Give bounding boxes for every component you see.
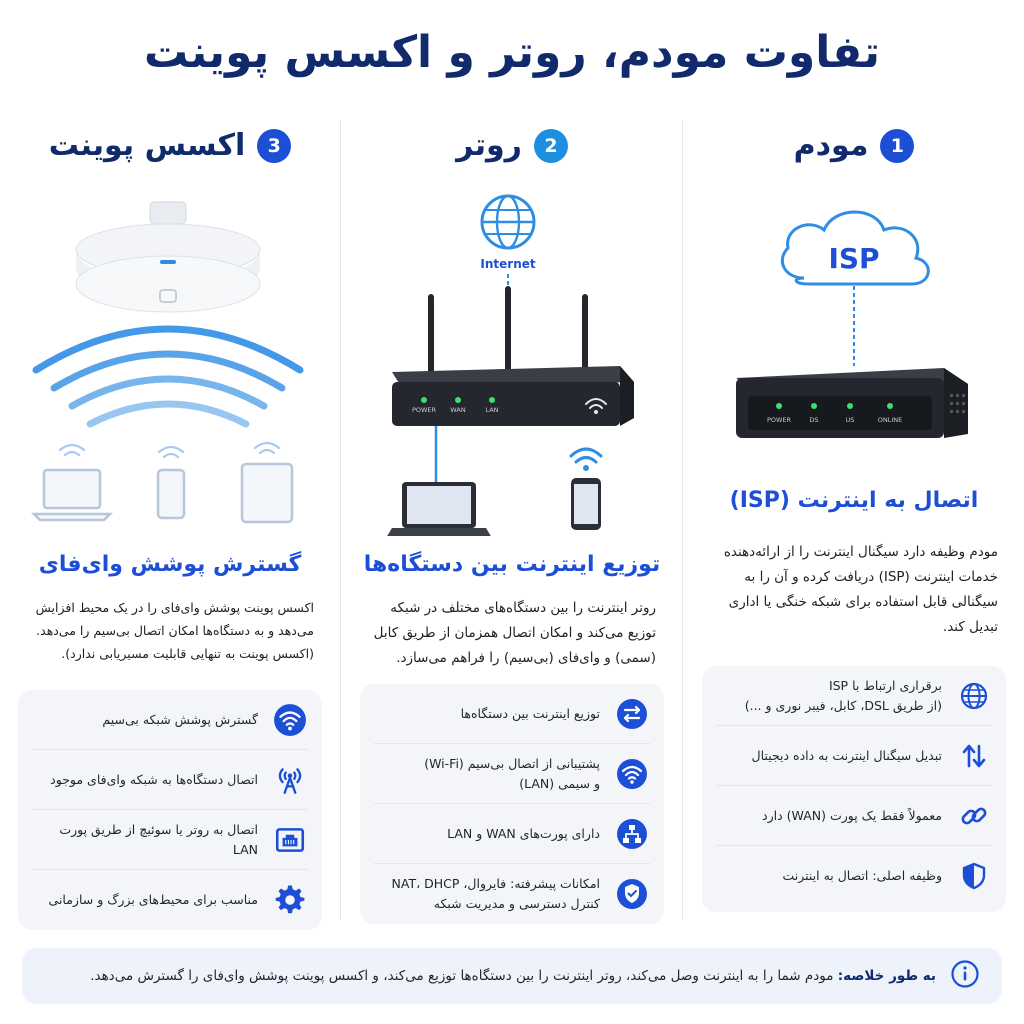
network-icon xyxy=(614,816,650,852)
cloud-label: ISP xyxy=(828,242,879,275)
router-illustration: Internet POWER WAN LAN xyxy=(342,186,682,538)
column-divider xyxy=(340,120,341,920)
feature-text: امکانات پیشرفته: فایروال، NAT، DHCP xyxy=(391,876,600,891)
access-point-illustration xyxy=(0,198,340,538)
column-subtitle: اتصال به اینترنت (ISP) xyxy=(729,488,979,513)
column-divider xyxy=(682,120,683,920)
feature-list: برقراری ارتباط با ISP (از طریق DSL، کابل،… xyxy=(702,666,1006,912)
access-point-column: 3 اکسس پوینت xyxy=(0,118,340,930)
feature-item: برقراری ارتباط با ISP (از طریق DSL، کابل،… xyxy=(716,666,992,726)
led-label: LAN xyxy=(485,406,498,414)
wifi-signal-icon xyxy=(569,447,603,464)
feature-text: توزیع اینترنت بین دستگاه‌ها xyxy=(460,705,600,721)
cloud-icon: ISP xyxy=(781,210,930,286)
info-icon xyxy=(950,959,980,993)
gear-icon xyxy=(272,882,308,918)
antenna-icon xyxy=(272,762,308,798)
feature-text: اتصال به روتر یا سوئیچ از طریق پورت LAN xyxy=(59,821,258,857)
access-point-device-icon xyxy=(75,201,261,313)
shield-check-icon xyxy=(614,876,650,912)
feature-item: دارای پورت‌های WAN و LAN xyxy=(374,804,650,864)
feature-item: معمولاً فقط یک پورت (WAN) دارد xyxy=(716,786,992,846)
column-description: اکسس پوینت پوشش وای‌فای را در یک محیط اف… xyxy=(35,600,314,661)
feature-text: دارای پورت‌های WAN و LAN xyxy=(447,825,600,841)
column-subtitle: توزیع اینترنت بین دستگاه‌ها xyxy=(363,552,661,577)
feature-text: معمولاً فقط یک پورت (WAN) دارد xyxy=(762,807,942,823)
feature-item: تبدیل سیگنال اینترنت به داده دیجیتال xyxy=(716,726,992,786)
feature-subtext: کنترل دسترسی و مدیریت شبکه xyxy=(433,896,600,911)
led-label: POWER xyxy=(767,416,792,424)
led-label: WAN xyxy=(450,406,466,414)
feature-subtext: و سیمی (LAN) xyxy=(519,775,600,791)
step-number: 1 xyxy=(880,128,915,163)
modem-header: 1 مودم xyxy=(684,128,1024,163)
led-label: ONLINE xyxy=(878,416,903,424)
modem-illustration: ISP POWER DS US ONLINE xyxy=(684,188,1024,468)
ethernet-port-icon xyxy=(272,822,308,858)
distribute-arrows-icon xyxy=(614,696,650,732)
column-subtitle: گسترش پوشش وای‌فای xyxy=(38,552,302,577)
wifi-icon xyxy=(614,756,650,792)
link-icon xyxy=(956,798,992,834)
shield-icon xyxy=(956,858,992,894)
feature-text: مناسب برای محیط‌های بزرگ و سازمانی xyxy=(48,892,258,907)
feature-text: پشتیبانی از اتصال بی‌سیم (Wi-Fi) xyxy=(424,755,600,771)
feature-item: مناسب برای محیط‌های بزرگ و سازمانی xyxy=(32,870,308,930)
router-column: 2 روتر Internet xyxy=(342,118,682,928)
feature-list: گسترش پوشش شبکه بی‌سیم اتصال دستگاه‌ها ب… xyxy=(18,690,322,930)
column-description: روتر اینترنت را بین دستگاه‌های مختلف در … xyxy=(373,600,656,666)
feature-item: وظیفه اصلی: اتصال به اینترنت xyxy=(716,846,992,906)
router-header: 2 روتر xyxy=(342,128,682,163)
up-down-arrows-icon xyxy=(956,738,992,774)
feature-item: اتصال دستگاه‌ها به شبکه وای‌فای موجود xyxy=(32,750,308,810)
feature-item: اتصال به روتر یا سوئیچ از طریق پورت LAN xyxy=(32,810,308,870)
feature-text: گسترش پوشش شبکه بی‌سیم xyxy=(102,711,258,727)
access-point-header: 3 اکسس پوینت xyxy=(0,128,340,163)
column-title: روتر xyxy=(456,128,522,163)
step-number: 2 xyxy=(533,128,568,163)
feature-item: امکانات پیشرفته: فایروال، NAT، DHCP کنترل… xyxy=(374,864,650,924)
led-label: DS xyxy=(809,416,818,424)
modem-column: 1 مودم ISP xyxy=(684,118,1024,928)
feature-text: تبدیل سیگنال اینترنت به داده دیجیتال xyxy=(751,747,942,763)
feature-text: اتصال دستگاه‌ها به شبکه وای‌فای موجود xyxy=(50,771,258,787)
page-title: تفاوت مودم، روتر و اکسس پوینت xyxy=(144,27,880,78)
step-number: 3 xyxy=(257,128,292,163)
led-label: POWER xyxy=(412,406,437,414)
laptop-icon xyxy=(30,468,114,522)
summary-bar: به طور خلاصه: مودم شما را به اینترنت وصل… xyxy=(22,948,1002,1004)
globe-icon xyxy=(956,678,992,714)
router-device-icon: POWER WAN LAN xyxy=(392,286,634,426)
summary-text: مودم شما را به اینترنت وصل می‌کند، روتر … xyxy=(90,968,838,984)
modem-device-icon: POWER DS US ONLINE xyxy=(736,368,968,438)
led-label: US xyxy=(846,416,855,424)
feature-list: توزیع اینترنت بین دستگاه‌ها پشتیبانی از … xyxy=(360,684,664,924)
summary-lead: به طور خلاصه: xyxy=(837,968,936,984)
tablet-icon xyxy=(240,462,294,524)
feature-item: پشتیبانی از اتصال بی‌سیم (Wi-Fi) و سیمی (… xyxy=(374,744,650,804)
feature-item: گسترش پوشش شبکه بی‌سیم xyxy=(32,690,308,750)
feature-text: برقراری ارتباط با ISP xyxy=(828,677,942,693)
column-title: اکسس پوینت xyxy=(48,128,246,163)
wifi-icon xyxy=(272,702,308,738)
feature-text: وظیفه اصلی: اتصال به اینترنت xyxy=(782,868,942,883)
column-title: مودم xyxy=(793,128,869,163)
wifi-waves-icon xyxy=(32,325,304,428)
feature-item: توزیع اینترنت بین دستگاه‌ها xyxy=(374,684,650,744)
laptop-icon xyxy=(386,482,492,538)
internet-globe-icon: Internet xyxy=(480,194,536,271)
internet-label: Internet xyxy=(480,257,535,271)
smartphone-icon xyxy=(571,478,601,530)
feature-subtext: (از طریق DSL، کابل، فیبر نوری و ...) xyxy=(744,697,942,713)
smartphone-icon xyxy=(156,468,186,520)
column-description: مودم وظیفه دارد سیگنال اینترنت را از ارا… xyxy=(723,544,998,635)
